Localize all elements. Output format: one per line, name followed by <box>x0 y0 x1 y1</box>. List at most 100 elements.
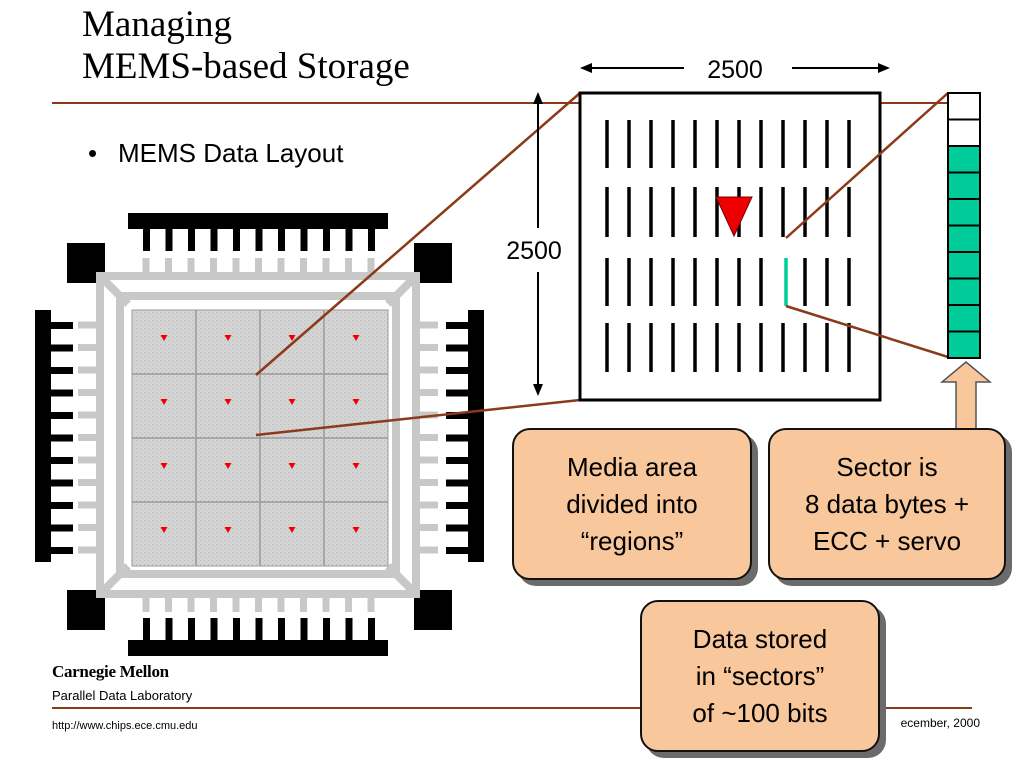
sector-data-bit <box>947 198 981 227</box>
height-dimension <box>533 92 543 396</box>
comb-tooth-top <box>300 229 308 251</box>
comb-tooth-bottom <box>255 618 263 640</box>
comb-tooth-left <box>51 434 73 442</box>
comb-tooth-right <box>446 524 468 532</box>
region-probe-marker <box>288 527 296 533</box>
sector-data-bit <box>947 251 981 280</box>
comb-bar-bottom <box>128 640 388 656</box>
callout-data-stored: Data stored in “sectors” of ~100 bits <box>640 600 880 752</box>
comb-tooth-left <box>51 502 73 509</box>
sector-data-bit <box>947 304 981 333</box>
bullet-marker: • <box>88 138 98 168</box>
comb-tooth-left <box>51 412 73 419</box>
comb-tooth-bottom <box>300 618 308 640</box>
region-probe-marker <box>160 335 168 341</box>
comb-tooth-bottom <box>233 618 240 640</box>
region-probe-marker <box>288 399 296 405</box>
comb-tooth-bottom <box>368 618 375 640</box>
comb-tooth-top <box>368 229 375 251</box>
region-probe-marker <box>352 463 360 469</box>
callout-sector: Sector is 8 data bytes + ECC + servo <box>768 428 1006 580</box>
region-zoom-box <box>578 91 882 402</box>
sector-data-bit <box>947 145 981 174</box>
comb-tooth-right <box>446 479 468 487</box>
callout-sector-line-1: Sector is <box>836 451 938 482</box>
comb-tooth-left <box>51 547 73 554</box>
comb-tooth-right <box>446 344 468 352</box>
region-probe-marker <box>224 463 232 469</box>
comb-bar-right <box>468 310 484 562</box>
zoom-line-top <box>255 92 581 376</box>
comb-tooth-top <box>255 229 263 251</box>
callout-data-line-3: of ~100 bits <box>692 697 828 728</box>
comb-tooth-right <box>446 367 468 374</box>
title-rule <box>52 102 972 104</box>
zoom-line-bottom <box>255 398 581 437</box>
comb-tooth-top <box>210 229 218 251</box>
bullet-text: MEMS Data Layout <box>118 138 344 168</box>
comb-tooth-bottom <box>323 618 330 640</box>
probe-tip-marker <box>715 196 753 238</box>
comb-tooth-right <box>446 457 468 464</box>
comb-tooth-top <box>345 229 353 251</box>
sector-data-bit <box>947 330 981 359</box>
comb-tooth-top <box>188 229 195 251</box>
region-probe-marker <box>224 527 232 533</box>
region-probe-marker <box>224 335 232 341</box>
callout-data-line-1: Data stored <box>692 623 828 654</box>
comb-tooth-left <box>51 479 73 487</box>
region-probe-marker <box>352 399 360 405</box>
comb-tooth-right <box>446 502 468 509</box>
region-probe-marker <box>288 463 296 469</box>
callout-media-line-1: Media area <box>566 451 698 482</box>
comb-bar-top <box>128 213 388 229</box>
sector-data-bit <box>947 224 981 253</box>
callout-media-area: Media area divided into “regions” <box>512 428 752 580</box>
region-probe-marker <box>288 335 296 341</box>
sector-header-bit <box>947 118 981 147</box>
comb-tooth-bottom <box>345 618 353 640</box>
comb-tooth-right <box>446 434 468 442</box>
comb-tooth-top <box>165 229 173 251</box>
lab-name: Parallel Data Laboratory <box>52 688 193 703</box>
comb-tooth-right <box>446 547 468 554</box>
comb-tooth-bottom <box>278 618 285 640</box>
region-markers <box>160 335 360 533</box>
region-grid <box>132 310 388 566</box>
bullet-item: • MEMS Data Layout <box>88 138 343 169</box>
mems-device <box>35 213 484 656</box>
footer-url: http://www.chips.ece.cmu.edu <box>52 720 198 732</box>
title-line-2: MEMS-based Storage <box>82 46 410 87</box>
region-probe-marker <box>160 527 168 533</box>
corner-anchor <box>414 243 452 283</box>
region-probe-marker <box>160 463 168 469</box>
width-dimension <box>580 63 890 73</box>
comb-tooth-right <box>446 389 468 397</box>
comb-tooth-right <box>446 322 468 329</box>
comb-tooth-left <box>51 524 73 532</box>
title-line-1: Managing <box>82 4 233 45</box>
sector-data-bit <box>947 171 981 200</box>
callout-data-line-2: in “sectors” <box>695 660 825 691</box>
comb-tooth-bottom <box>210 618 218 640</box>
height-label: 2500 <box>506 237 562 265</box>
comb-tooth-bottom <box>165 618 173 640</box>
comb-actuators <box>35 213 484 656</box>
callout-media-line-2: divided into <box>566 488 698 519</box>
region-probe-marker <box>352 335 360 341</box>
track-lines <box>605 120 851 372</box>
sector-line-bottom <box>785 304 949 359</box>
comb-bar-left <box>35 310 51 562</box>
comb-tooth-left <box>51 367 73 374</box>
slide-title: Managing MEMS-based Storage <box>82 4 410 88</box>
comb-tooth-left <box>51 322 73 329</box>
region-probe-marker <box>352 527 360 533</box>
sector-bit-column <box>947 92 981 359</box>
comb-tooth-top <box>278 229 285 251</box>
callout-sector-line-3: ECC + servo <box>812 525 962 556</box>
footer-date: ecember, 2000 <box>900 716 980 730</box>
comb-tooth-left <box>51 389 73 397</box>
comb-tooth-top <box>323 229 330 251</box>
